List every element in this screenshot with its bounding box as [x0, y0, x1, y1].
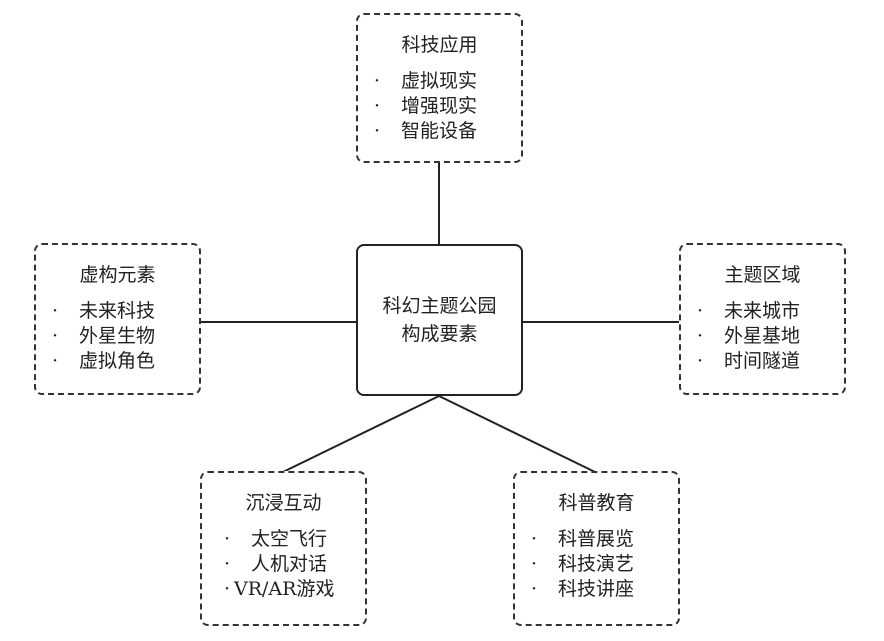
bullet-icon: ·	[224, 553, 231, 575]
bullet-icon: ·	[52, 325, 59, 347]
node-fictional-elements: 虚构元素 ·未来科技 ·外星生物 ·虚拟角色	[34, 243, 201, 395]
list-item: ·增强现实	[374, 95, 478, 117]
bullet-icon: ·	[374, 70, 381, 92]
node-title: 主题区域	[724, 264, 801, 286]
bullet-icon: ·	[531, 553, 538, 575]
bullet-icon: ·	[374, 120, 381, 142]
list-item: ·时间隧道	[697, 350, 801, 372]
node-list: ·未来城市 ·外星基地 ·时间隧道	[681, 299, 844, 374]
node-list: ·未来科技 ·外星生物 ·虚拟角色	[36, 299, 199, 374]
node-title: 科普教育	[558, 492, 635, 514]
bullet-icon: ·	[52, 350, 59, 372]
bullet-icon: ·	[531, 578, 538, 600]
node-title: 虚构元素	[79, 264, 156, 286]
connector-bottom-left	[282, 395, 440, 473]
connector-bottom-right	[438, 395, 596, 473]
list-item: ·人机对话	[224, 553, 328, 575]
center-title-line1: 科幻主题公园	[382, 295, 497, 317]
list-item: ·虚拟角色	[52, 350, 156, 372]
node-list: ·科普展览 ·科技演艺 ·科技讲座	[515, 527, 678, 602]
node-science-education: 科普教育 ·科普展览 ·科技演艺 ·科技讲座	[513, 471, 680, 626]
bullet-icon: ·	[697, 350, 704, 372]
list-item: ·外星生物	[52, 325, 156, 347]
node-tech-application: 科技应用 ·虚拟现实 ·增强现实 ·智能设备	[356, 13, 523, 163]
bullet-icon: ·	[697, 325, 704, 347]
list-item: ·科技讲座	[531, 578, 635, 600]
center-node: 科幻主题公园 构成要素	[356, 244, 523, 396]
bullet-icon: ·	[697, 300, 704, 322]
bullet-icon: ·	[224, 528, 231, 550]
list-item: ·太空飞行	[224, 528, 328, 550]
node-title: 沉浸互动	[245, 492, 322, 514]
list-item: ·未来科技	[52, 300, 156, 322]
list-item: ·VR/AR游戏	[224, 578, 335, 600]
center-title-line2: 构成要素	[401, 323, 478, 345]
node-theme-areas: 主题区域 ·未来城市 ·外星基地 ·时间隧道	[679, 243, 846, 395]
node-list: ·太空飞行 ·人机对话 ·VR/AR游戏	[202, 527, 365, 602]
list-item: ·外星基地	[697, 325, 801, 347]
bullet-icon: ·	[52, 300, 59, 322]
node-title: 科技应用	[401, 34, 478, 56]
list-item: ·科技演艺	[531, 553, 635, 575]
list-item: ·虚拟现实	[374, 70, 478, 92]
node-immersive-interaction: 沉浸互动 ·太空飞行 ·人机对话 ·VR/AR游戏	[200, 471, 367, 626]
bullet-icon: ·	[224, 578, 231, 600]
list-item: ·未来城市	[697, 300, 801, 322]
bullet-icon: ·	[531, 528, 538, 550]
list-item: ·科普展览	[531, 528, 635, 550]
list-item: ·智能设备	[374, 120, 478, 142]
node-list: ·虚拟现实 ·增强现实 ·智能设备	[358, 69, 521, 144]
bullet-icon: ·	[374, 95, 381, 117]
